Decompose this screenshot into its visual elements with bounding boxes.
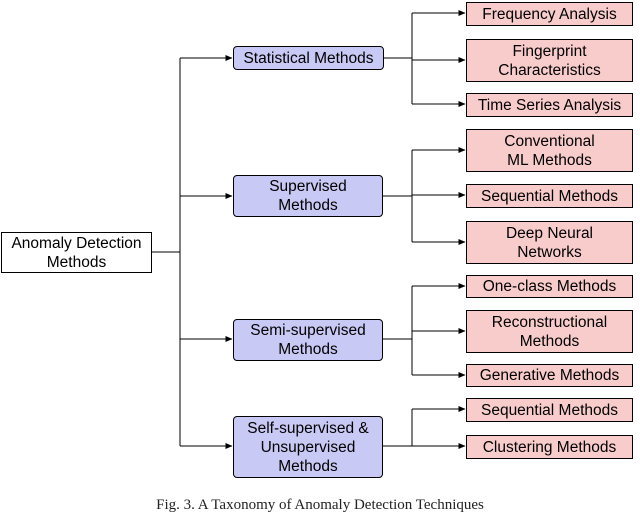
figure-caption: Fig. 3. A Taxonomy of Anomaly Detection …	[156, 497, 484, 513]
leaf-frequency-analysis: Frequency Analysis	[466, 2, 633, 26]
leaf-fingerprint-characteristics: Fingerprint Characteristics	[466, 39, 633, 82]
category-statistical-methods: Statistical Methods	[233, 46, 384, 70]
category-supervised-methods: Supervised Methods	[233, 175, 383, 217]
leaf-one-class-methods: One-class Methods	[466, 275, 633, 298]
leaf-sequential-methods-unsupervised: Sequential Methods	[466, 398, 633, 422]
category-semi-supervised-methods: Semi-supervised Methods	[233, 319, 383, 361]
leaf-sequential-methods-supervised: Sequential Methods	[466, 184, 633, 208]
leaf-conventional-ml-methods: Conventional ML Methods	[466, 129, 633, 172]
leaf-generative-methods: Generative Methods	[466, 364, 633, 387]
leaf-time-series-analysis: Time Series Analysis	[466, 93, 633, 117]
root-node: Anomaly Detection Methods	[1, 232, 152, 273]
leaf-deep-neural-networks: Deep Neural Networks	[466, 221, 633, 264]
leaf-reconstructional-methods: Reconstructional Methods	[466, 310, 633, 353]
leaf-clustering-methods: Clustering Methods	[466, 435, 633, 459]
category-self-supervised-unsupervised-methods: Self-supervised & Unsupervised Methods	[233, 416, 383, 478]
